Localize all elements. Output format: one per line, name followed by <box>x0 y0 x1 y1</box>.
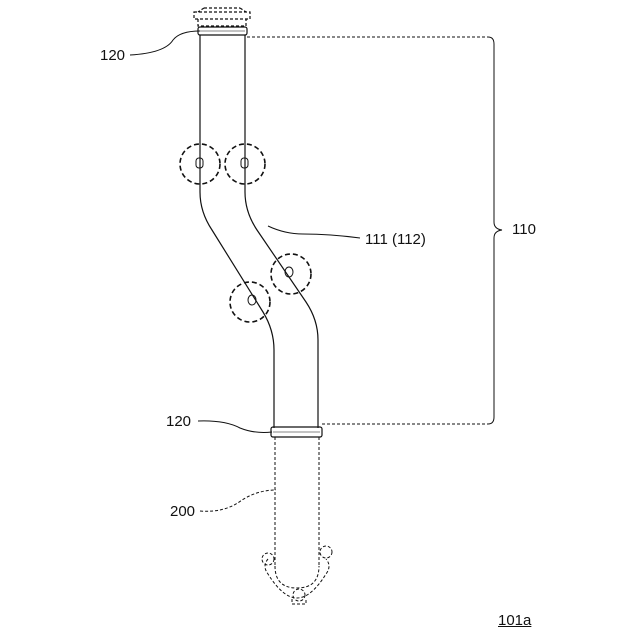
top-connector <box>198 27 247 35</box>
leader-120-bot <box>198 421 272 433</box>
label-pipe-section: 110 <box>512 222 536 237</box>
pipe-left-wall <box>200 35 274 428</box>
figure-reference: 101a <box>498 613 531 628</box>
label-connector-top: 120 <box>100 48 125 63</box>
leader-120-top <box>130 31 200 55</box>
label-connector-bottom: 120 <box>166 414 191 429</box>
leader-200 <box>200 490 276 511</box>
bottom-connector <box>271 427 322 437</box>
leader-111 <box>268 226 360 238</box>
label-pipe-body: 111 (112) <box>365 232 426 247</box>
label-drain-pipe: 200 <box>170 504 195 519</box>
drain-pipe-dashed <box>262 437 332 604</box>
top-cap-dashed <box>194 8 250 26</box>
